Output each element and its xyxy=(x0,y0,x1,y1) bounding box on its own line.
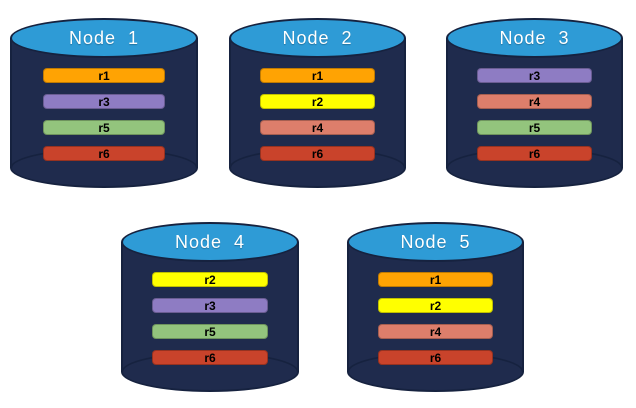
cylinder-top-ellipse: Node 2 xyxy=(229,18,406,58)
replica-label: r5 xyxy=(98,120,110,135)
node-title: Node 3 xyxy=(499,27,570,48)
cylinder-top-ellipse: Node 4 xyxy=(121,222,299,262)
replica-bar-r4: r4 xyxy=(259,120,376,135)
node-title: Node 1 xyxy=(68,27,140,48)
replica-bar-r2: r2 xyxy=(377,298,494,313)
node-cylinder-3: Node 3 r3 r4 r5 r6 xyxy=(446,18,623,188)
replica-bar-r2: r2 xyxy=(152,272,268,287)
cylinder-top-ellipse: Node 3 xyxy=(446,18,623,58)
replica-bar-r6: r6 xyxy=(259,146,376,161)
replica-bar-r6: r6 xyxy=(377,350,494,365)
node-cylinder-1: Node 1 r1 r3 r5 r6 xyxy=(10,18,198,188)
replica-bar-r5: r5 xyxy=(42,120,166,135)
replica-label: r4 xyxy=(528,94,541,109)
replica-label: r5 xyxy=(528,120,541,135)
replica-label: r2 xyxy=(204,272,216,287)
replica-label: r2 xyxy=(429,298,442,313)
replica-bar-r1: r1 xyxy=(42,68,166,83)
replica-label: r1 xyxy=(429,272,442,287)
replica-label: r5 xyxy=(204,324,216,339)
replica-label: r4 xyxy=(311,120,324,135)
cylinder-top-ellipse: Node 1 xyxy=(10,18,198,58)
replica-label: r6 xyxy=(98,146,110,161)
replica-label: r1 xyxy=(311,68,324,83)
replica-label: r2 xyxy=(311,94,324,109)
node-cylinder-4: Node 4 r2 r3 r5 r6 xyxy=(121,222,299,392)
replica-bar-r5: r5 xyxy=(152,324,268,339)
replica-bar-list: r3 r4 r5 r6 xyxy=(446,68,623,161)
replica-bar-r6: r6 xyxy=(152,350,268,365)
replica-bar-r3: r3 xyxy=(42,94,166,109)
replica-bar-r4: r4 xyxy=(377,324,494,339)
node-cylinder-2: Node 2 r1 r2 r4 r6 xyxy=(229,18,406,188)
replica-bar-r1: r1 xyxy=(259,68,376,83)
replica-label: r3 xyxy=(204,298,216,313)
replica-bar-r4: r4 xyxy=(476,94,593,109)
node-title: Node 2 xyxy=(282,27,353,48)
replica-bar-r3: r3 xyxy=(152,298,268,313)
replica-bar-r2: r2 xyxy=(259,94,376,109)
replica-bar-list: r2 r3 r5 r6 xyxy=(121,272,299,365)
replica-label: r3 xyxy=(528,68,541,83)
node-title: Node 4 xyxy=(174,231,246,252)
replica-bar-r5: r5 xyxy=(476,120,593,135)
replica-bar-r6: r6 xyxy=(476,146,593,161)
cylinder-top-ellipse: Node 5 xyxy=(347,222,524,262)
node-cylinder-5: Node 5 r1 r2 r4 r6 xyxy=(347,222,524,392)
replica-label: r4 xyxy=(429,324,442,339)
node-title: Node 5 xyxy=(400,231,471,252)
replica-label: r1 xyxy=(98,68,110,83)
replica-label: r6 xyxy=(204,350,216,365)
replica-bar-r3: r3 xyxy=(476,68,593,83)
replica-label: r6 xyxy=(528,146,541,161)
replica-bar-r1: r1 xyxy=(377,272,494,287)
replica-label: r3 xyxy=(98,94,110,109)
replica-label: r6 xyxy=(429,350,442,365)
replica-bar-list: r1 r3 r5 r6 xyxy=(10,68,198,161)
replica-bar-list: r1 r2 r4 r6 xyxy=(347,272,524,365)
replica-bar-r6: r6 xyxy=(42,146,166,161)
replica-bar-list: r1 r2 r4 r6 xyxy=(229,68,406,161)
replica-label: r6 xyxy=(311,146,324,161)
